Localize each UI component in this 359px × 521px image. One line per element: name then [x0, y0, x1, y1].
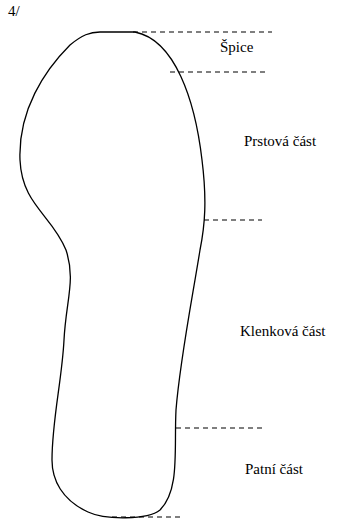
divider-line	[170, 71, 266, 72]
part-name: Patní část	[245, 460, 303, 478]
divider-line	[176, 427, 262, 428]
figure-number: 4/	[8, 2, 20, 20]
divider-line	[133, 31, 272, 32]
part-name: Prstová část	[244, 132, 316, 150]
sole-outline	[20, 32, 205, 518]
part-name: Špice	[220, 38, 253, 56]
part-name: Klenková část	[240, 322, 325, 340]
divider-line	[112, 516, 182, 517]
section-dividers	[112, 32, 272, 517]
divider-line	[204, 219, 262, 220]
